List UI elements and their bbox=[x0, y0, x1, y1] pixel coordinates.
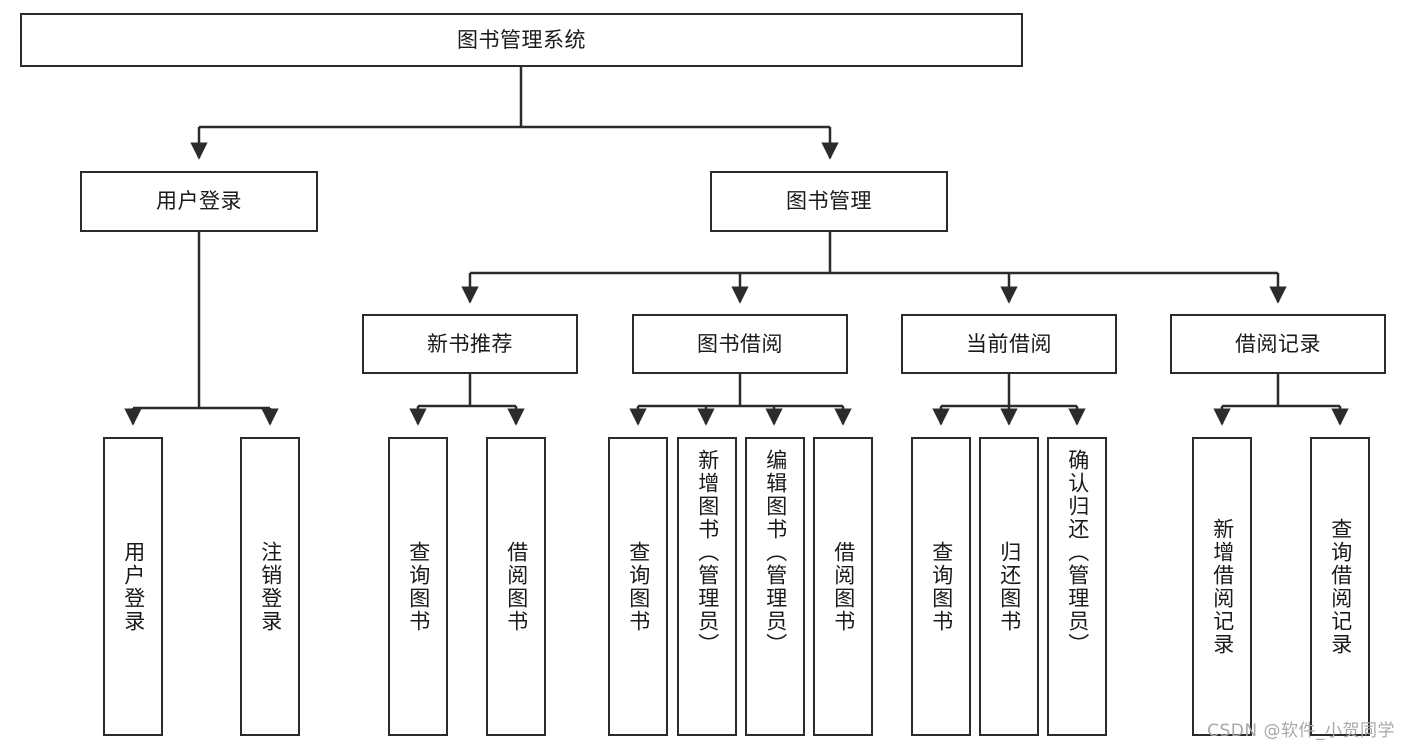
leaf-label: 借阅图书 bbox=[831, 540, 856, 633]
node-borrow-record-label: 借阅记录 bbox=[1235, 331, 1321, 356]
leaf-record-query[interactable]: 查询借阅记录 bbox=[1310, 437, 1370, 736]
leaf-label: 查询借阅记录 bbox=[1328, 517, 1353, 656]
leaf-label: 查询图书 bbox=[626, 540, 651, 633]
leaf-label: 归还图书 bbox=[997, 540, 1022, 633]
leaf-label: 借阅图书 bbox=[504, 540, 529, 633]
watermark-text: CSDN @软件_小贺同学 bbox=[1207, 721, 1395, 741]
node-user-login-label: 用户登录 bbox=[156, 189, 242, 214]
leaf-current-confirm-return-admin[interactable]: 确认归还（管理员） bbox=[1047, 437, 1107, 736]
leaf-borrow-add-book-admin[interactable]: 新增图书（管理员） bbox=[677, 437, 737, 736]
node-book-management-label: 图书管理 bbox=[786, 189, 872, 214]
leaf-label: 查询图书 bbox=[406, 540, 431, 633]
node-book-borrow[interactable]: 图书借阅 bbox=[632, 314, 848, 374]
node-root-label: 图书管理系统 bbox=[457, 27, 586, 52]
leaf-new-book-borrow[interactable]: 借阅图书 bbox=[486, 437, 546, 736]
leaf-label: 确认归还（管理员） bbox=[1065, 449, 1090, 656]
node-root[interactable]: 图书管理系统 bbox=[20, 13, 1023, 67]
leaf-borrow-edit-book-admin[interactable]: 编辑图书（管理员） bbox=[745, 437, 805, 736]
leaf-label: 查询图书 bbox=[929, 540, 954, 633]
leaf-label: 用户登录 bbox=[121, 540, 146, 633]
node-book-management[interactable]: 图书管理 bbox=[710, 171, 948, 232]
leaf-borrow-borrow-book[interactable]: 借阅图书 bbox=[813, 437, 873, 736]
leaf-new-book-query[interactable]: 查询图书 bbox=[388, 437, 448, 736]
leaf-user-login-signout[interactable]: 注销登录 bbox=[240, 437, 300, 736]
node-borrow-record[interactable]: 借阅记录 bbox=[1170, 314, 1386, 374]
node-current-borrow[interactable]: 当前借阅 bbox=[901, 314, 1117, 374]
node-new-book-recommend-label: 新书推荐 bbox=[427, 331, 513, 356]
leaf-label: 新增借阅记录 bbox=[1210, 517, 1235, 656]
leaf-user-login-signin[interactable]: 用户登录 bbox=[103, 437, 163, 736]
leaf-current-query-book[interactable]: 查询图书 bbox=[911, 437, 971, 736]
leaf-label: 新增图书（管理员） bbox=[695, 449, 720, 656]
leaf-record-add[interactable]: 新增借阅记录 bbox=[1192, 437, 1252, 736]
leaf-borrow-query-book[interactable]: 查询图书 bbox=[608, 437, 668, 736]
node-new-book-recommend[interactable]: 新书推荐 bbox=[362, 314, 578, 374]
node-current-borrow-label: 当前借阅 bbox=[966, 331, 1052, 356]
leaf-current-return-book[interactable]: 归还图书 bbox=[979, 437, 1039, 736]
leaf-label: 编辑图书（管理员） bbox=[763, 449, 788, 656]
node-user-login[interactable]: 用户登录 bbox=[80, 171, 318, 232]
leaf-label: 注销登录 bbox=[258, 540, 283, 633]
node-book-borrow-label: 图书借阅 bbox=[697, 331, 783, 356]
